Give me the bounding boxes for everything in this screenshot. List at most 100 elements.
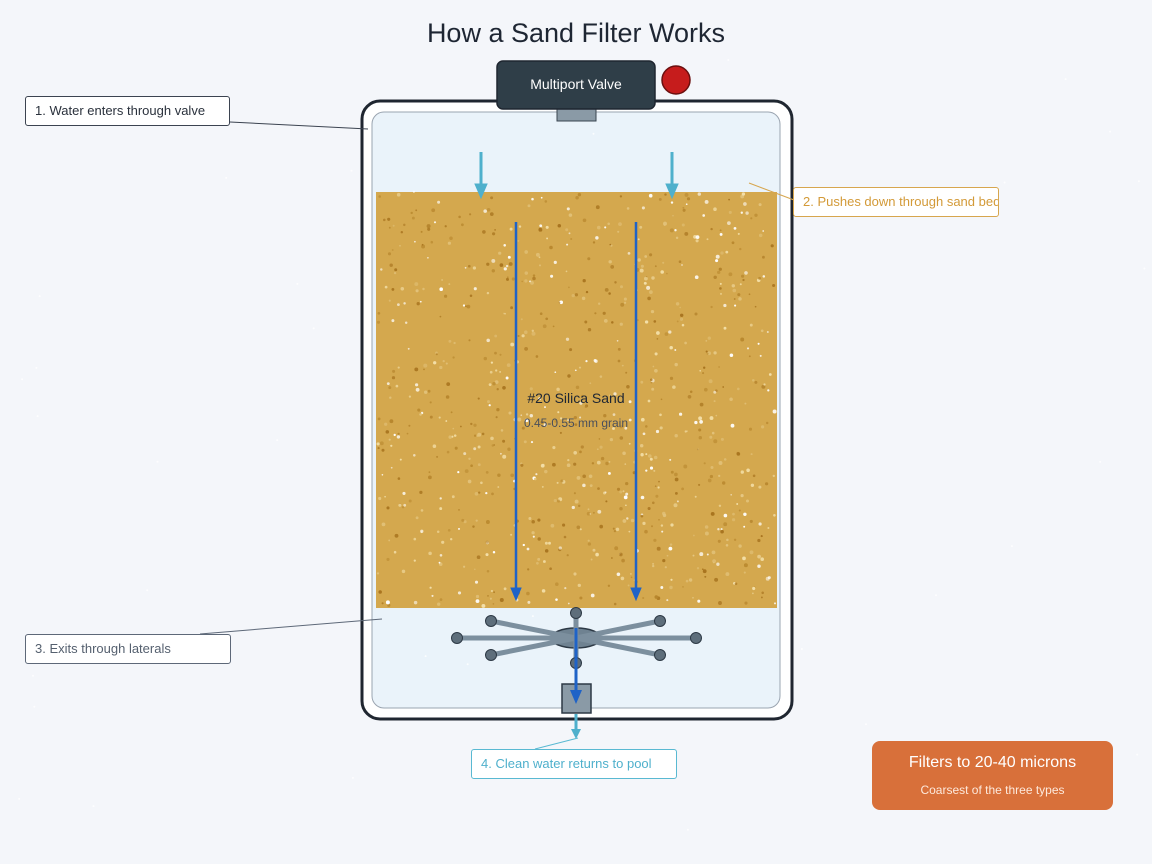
sand-grain: [573, 450, 578, 455]
sand-grain: [596, 460, 601, 465]
sand-grain: [481, 432, 485, 436]
sand-grain: [699, 552, 704, 557]
sand-grain: [404, 321, 408, 324]
sand-grain: [619, 195, 623, 198]
sand-grain: [669, 345, 673, 350]
sand-grain: [393, 433, 396, 437]
sand-grain: [391, 376, 396, 380]
sand-grain: [709, 474, 714, 479]
sand-grain: [587, 328, 592, 332]
sand-grain: [731, 284, 736, 288]
sand-grain: [441, 540, 445, 544]
speckle: [1010, 545, 1013, 548]
sand-grain: [579, 596, 583, 600]
sand-grain: [765, 421, 769, 425]
sand-grain: [623, 297, 627, 301]
sand-grain: [574, 499, 579, 504]
speckle: [32, 674, 34, 677]
sand-grain: [406, 432, 409, 435]
speckle: [686, 828, 689, 831]
sand-grain: [707, 478, 712, 483]
sand-grain: [604, 288, 609, 292]
sand-grain: [641, 206, 645, 210]
sand-grain: [664, 193, 667, 196]
speckle: [36, 415, 39, 418]
sand-grain: [582, 218, 587, 223]
sand-grain: [660, 398, 663, 401]
sand-grain: [532, 535, 535, 538]
sand-grain: [557, 223, 562, 228]
sand-grain: [387, 217, 391, 221]
sand-grain: [429, 401, 432, 404]
sand-grain: [505, 277, 510, 281]
sand-grain: [540, 420, 544, 424]
sand-grain: [494, 334, 498, 338]
sand-grain: [658, 480, 660, 483]
sand-grain: [767, 526, 770, 530]
sand-grain: [603, 414, 607, 418]
sand-grain: [461, 223, 464, 227]
sand-grain: [701, 568, 704, 571]
sand-grain: [656, 331, 660, 335]
step-2-callout: 2. Pushes down through sand bed: [793, 187, 999, 217]
lateral-end: [690, 632, 702, 644]
sand-grain: [558, 546, 562, 550]
sand-grain: [436, 530, 440, 533]
sand-grain: [439, 598, 443, 601]
sand-grain: [652, 501, 655, 505]
sand-grain: [587, 542, 592, 546]
sand-grain: [378, 195, 382, 198]
sand-grain: [619, 322, 623, 326]
sand-grain: [445, 362, 448, 365]
sand-grain: [377, 311, 381, 315]
sand-grain: [587, 257, 591, 261]
sand-grain: [401, 505, 405, 509]
sand-grain: [392, 224, 395, 227]
sand-grain: [470, 422, 473, 426]
sand-grain: [457, 591, 462, 595]
sand-grain: [553, 499, 557, 503]
sand-grain: [640, 453, 644, 457]
speckle: [38, 295, 41, 298]
sand-grain: [567, 602, 570, 605]
lateral-end: [485, 649, 497, 661]
sand-grain: [462, 304, 466, 307]
sand-grain: [385, 430, 390, 434]
sand-grain: [496, 408, 500, 412]
sand-grain: [770, 244, 774, 248]
sand-grain: [723, 326, 727, 330]
sand-grain: [473, 434, 477, 437]
sand-grain: [630, 576, 633, 579]
sand-grain: [401, 569, 406, 574]
sand-grain: [383, 218, 386, 222]
sand-grain: [728, 210, 732, 214]
sand-grain: [592, 241, 596, 244]
sand-grain: [589, 484, 593, 488]
sand-grain: [580, 445, 584, 449]
sand-grain: [713, 390, 717, 394]
sand-grain: [612, 427, 615, 430]
speckle: [592, 132, 595, 135]
sand-grain: [686, 197, 691, 201]
sand-grain: [566, 463, 571, 468]
sand-grain: [503, 244, 506, 247]
sand-grain: [556, 481, 559, 484]
sand-grain: [494, 351, 497, 355]
sand-grain: [709, 435, 713, 439]
speckle: [21, 378, 24, 381]
sand-grain: [684, 341, 687, 345]
sand-grain: [571, 293, 575, 298]
sand-grain: [640, 380, 644, 384]
sand-grain: [413, 600, 418, 605]
sand-grain: [437, 602, 441, 606]
sand-grain: [653, 455, 658, 460]
sand-grain: [728, 272, 733, 277]
sand-grain: [609, 243, 612, 246]
sand-grain: [745, 211, 749, 215]
sand-grain: [470, 464, 473, 468]
multiport-valve[interactable]: [496, 60, 656, 110]
sand-grain: [468, 339, 471, 342]
sand-grain: [446, 382, 451, 386]
sand-grain: [720, 529, 724, 534]
sand-grain: [704, 199, 709, 204]
